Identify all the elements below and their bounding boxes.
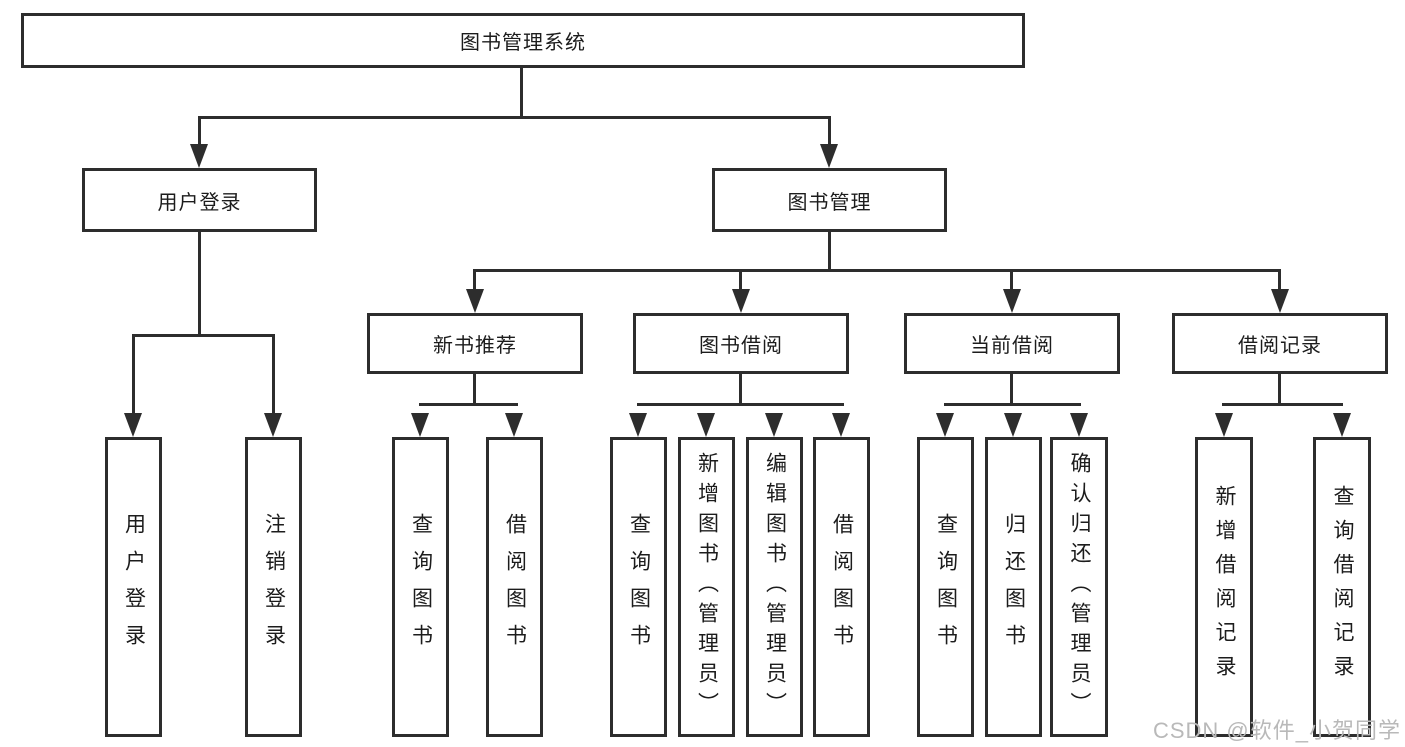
node-current-borrowing: 当前借阅 <box>904 313 1120 374</box>
arrowhead-query-books-recommend-icon <box>411 413 429 437</box>
connector-drop-new-book <box>473 269 476 293</box>
node-book-borrowing: 图书借阅 <box>633 313 849 374</box>
leaf-logout-label: 注销登录 <box>262 513 286 661</box>
node-user-login-label: 用户登录 <box>157 191 242 214</box>
arrowhead-borrowing-records-icon <box>1271 289 1289 313</box>
leaf-add-borrow-record-label: 新增借阅记录 <box>1213 485 1236 689</box>
leaf-query-books-current: 查询图书 <box>917 437 974 737</box>
arrowhead-new-book-icon <box>466 289 484 313</box>
arrowhead-user-login-icon <box>190 144 208 168</box>
leaf-query-books-recommend-label: 查询图书 <box>409 513 433 661</box>
leaf-borrow-books-borrowing-label: 借阅图书 <box>830 513 854 661</box>
leaf-query-books-recommend: 查询图书 <box>392 437 449 737</box>
connector-current-borrowing-leafbranch <box>944 403 1081 406</box>
connector-drop-leaf-logout <box>272 334 275 417</box>
leaf-return-book-label: 归还图书 <box>1002 513 1026 661</box>
connector-new-book-branch <box>419 403 518 406</box>
connector-drop-book-borrowing <box>739 269 742 293</box>
leaf-query-borrow-record-label: 查询借阅记录 <box>1331 485 1354 689</box>
arrowhead-confirm-return-admin-icon <box>1070 413 1088 437</box>
node-user-login: 用户登录 <box>82 168 317 232</box>
leaf-edit-book-admin: 编辑图书（管理员） <box>746 437 803 737</box>
leaf-add-borrow-record: 新增借阅记录 <box>1195 437 1253 737</box>
arrowhead-borrow-books-borrowing-icon <box>832 413 850 437</box>
node-book-management: 图书管理 <box>712 168 947 232</box>
node-book-borrowing-label: 图书借阅 <box>699 335 783 357</box>
connector-book-borrowing-leafbranch <box>637 403 844 406</box>
leaf-borrow-books-borrowing: 借阅图书 <box>813 437 870 737</box>
arrowhead-borrow-books-recommend-icon <box>505 413 523 437</box>
node-book-management-label: 图书管理 <box>787 191 872 214</box>
leaf-user-login: 用户登录 <box>105 437 162 737</box>
connector-borrowing-records-stem <box>1278 374 1281 406</box>
csdn-watermark: CSDN @软件_小贺同学 <box>1152 718 1401 743</box>
leaf-confirm-return-admin: 确认归还（管理员） <box>1050 437 1108 737</box>
arrowhead-current-borrowing-icon <box>1003 289 1021 313</box>
connector-book-borrowing-stem <box>739 374 742 406</box>
connector-borrowing-records-leafbranch <box>1222 403 1343 406</box>
connector-drop-book-management <box>828 116 831 150</box>
connector-drop-borrowing-records <box>1278 269 1281 293</box>
leaf-user-login-label: 用户登录 <box>122 513 146 661</box>
node-borrowing-records-label: 借阅记录 <box>1238 335 1322 357</box>
node-current-borrowing-label: 当前借阅 <box>970 335 1054 357</box>
leaf-add-book-admin-label: 新增图书（管理员） <box>695 452 719 722</box>
leaf-borrow-books-recommend-label: 借阅图书 <box>503 513 527 661</box>
arrowhead-add-book-admin-icon <box>697 413 715 437</box>
leaf-query-books-current-label: 查询图书 <box>934 513 958 661</box>
node-root: 图书管理系统 <box>21 13 1025 68</box>
leaf-return-book: 归还图书 <box>985 437 1042 737</box>
connector-user-login-branch <box>132 334 275 337</box>
connector-drop-leaf-user-login <box>132 334 135 417</box>
node-new-book-recommend: 新书推荐 <box>367 313 583 374</box>
arrowhead-book-management-icon <box>820 144 838 168</box>
arrowhead-add-borrow-record-icon <box>1215 413 1233 437</box>
arrowhead-leaf-user-login-icon <box>124 413 142 437</box>
leaf-edit-book-admin-label: 编辑图书（管理员） <box>763 452 787 722</box>
leaf-add-book-admin: 新增图书（管理员） <box>678 437 735 737</box>
node-root-label: 图书管理系统 <box>460 32 586 54</box>
arrowhead-query-books-current-icon <box>936 413 954 437</box>
leaf-logout: 注销登录 <box>245 437 302 737</box>
leaf-query-books-borrowing-label: 查询图书 <box>627 513 651 661</box>
node-borrowing-records: 借阅记录 <box>1172 313 1388 374</box>
node-new-book-recommend-label: 新书推荐 <box>433 335 517 357</box>
arrowhead-edit-book-admin-icon <box>765 413 783 437</box>
arrowhead-query-books-borrowing-icon <box>629 413 647 437</box>
arrowhead-query-borrow-record-icon <box>1333 413 1351 437</box>
connector-book-management-stem <box>828 232 831 272</box>
connector-root-branch <box>198 116 831 119</box>
leaf-query-borrow-record: 查询借阅记录 <box>1313 437 1371 737</box>
arrowhead-leaf-logout-icon <box>264 413 282 437</box>
connector-user-login-stem <box>198 232 201 337</box>
connector-book-management-branch <box>473 269 1281 272</box>
arrowhead-return-book-icon <box>1004 413 1022 437</box>
connector-current-borrowing-stem <box>1010 374 1013 406</box>
arrowhead-book-borrowing-icon <box>732 289 750 313</box>
connector-root-stem <box>520 68 523 118</box>
leaf-confirm-return-admin-label: 确认归还（管理员） <box>1068 452 1091 722</box>
leaf-query-books-borrowing: 查询图书 <box>610 437 667 737</box>
leaf-borrow-books-recommend: 借阅图书 <box>486 437 543 737</box>
connector-drop-current-borrowing <box>1010 269 1013 293</box>
connector-new-book-stem <box>473 374 476 406</box>
connector-drop-user-login <box>198 116 201 150</box>
